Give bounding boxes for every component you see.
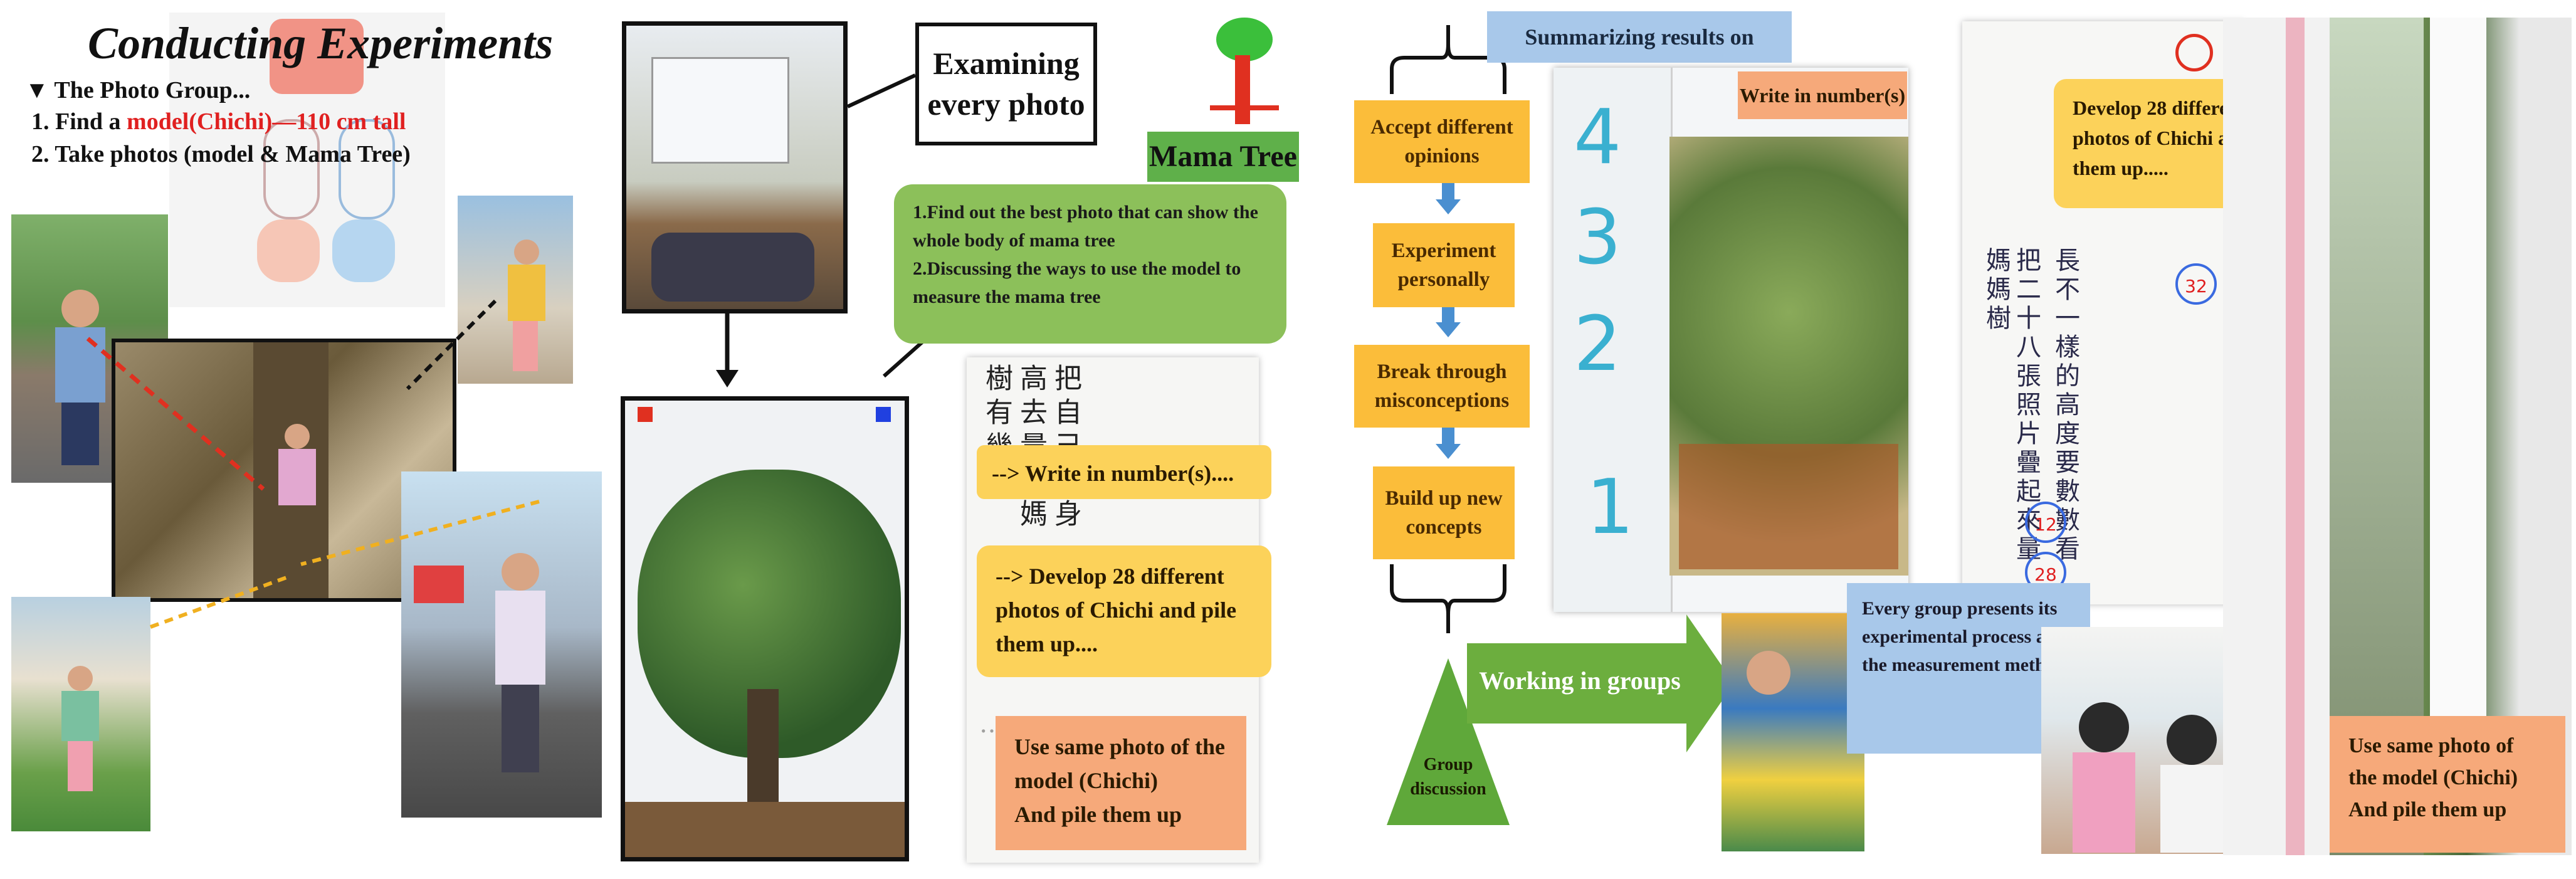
board-number-4: 4 bbox=[1574, 94, 1622, 181]
page-title: Conducting Experiments bbox=[88, 18, 554, 68]
summarizing-label: Summarizing results on board... bbox=[1487, 11, 1792, 101]
right-section: Working in groups Summarizing results on… bbox=[1461, 0, 2576, 879]
flow-step-3: Break through misconceptions bbox=[1354, 345, 1530, 428]
photo-stacked-strip bbox=[2223, 18, 2572, 855]
connector-lines bbox=[86, 299, 540, 629]
photo-group-presentation bbox=[1722, 613, 1864, 851]
step1-prefix: 1. Find a bbox=[31, 108, 127, 135]
photo-board-numbers bbox=[1553, 68, 1908, 612]
photo-tree-trunk bbox=[112, 339, 456, 602]
write-numbers-note: --> Write in number(s).... bbox=[977, 445, 1271, 499]
photo-girl-garden bbox=[11, 597, 150, 831]
photo-kids-board bbox=[2041, 627, 2252, 854]
mama-tree-label: Mama Tree bbox=[1147, 132, 1299, 182]
photo-classroom bbox=[622, 21, 848, 313]
group-discussion-label: Group discussion bbox=[1410, 755, 1486, 799]
circled-number-5: 12 bbox=[2025, 502, 2066, 543]
flow-section: Accept different opinions Experiment per… bbox=[1335, 0, 1548, 879]
write-numbers-right: Write in number(s) bbox=[1738, 71, 1907, 119]
use-same-note: Use same photo of the model (Chichi) And… bbox=[996, 716, 1246, 850]
board-number-3: 3 bbox=[1574, 194, 1622, 282]
step1-text: 1. Find a model(Chichi)—110 cm tall bbox=[31, 108, 406, 135]
green-note: 1.Find out the best photo that can show … bbox=[894, 184, 1286, 344]
use-same-right-note: Use same photo of the model (Chichi) And… bbox=[2330, 716, 2565, 853]
working-in-groups-label: Working in groups bbox=[1479, 666, 1681, 695]
flow-step-1: Accept different opinions bbox=[1354, 100, 1530, 183]
examining-label: Examining every photo bbox=[915, 23, 1097, 145]
circled-number-4: 32 bbox=[2175, 263, 2217, 305]
left-section: Conducting Experiments ▼ The Photo Group… bbox=[0, 0, 602, 879]
board-number-1: 1 bbox=[1586, 464, 1634, 551]
step2-text: 2. Take photos (model & Mama Tree) bbox=[31, 141, 411, 167]
working-arrow bbox=[1467, 614, 1734, 752]
flow-braces bbox=[1387, 25, 1510, 825]
flow-step-4: Build up new concepts bbox=[1373, 466, 1515, 559]
step1-highlight: model(Chichi)—110 cm tall bbox=[127, 108, 406, 135]
photo-group-label: ▼ The Photo Group... bbox=[25, 77, 251, 103]
mama-tree-drawing bbox=[1197, 18, 1291, 124]
middle-section: Examining every photo Mama Tree 1.Find o… bbox=[602, 0, 1335, 879]
photo-girl-top-right bbox=[458, 196, 573, 384]
sketch-drawing bbox=[169, 13, 445, 307]
board-number-2: 2 bbox=[1574, 301, 1622, 388]
develop-note: --> Develop 28 different photos of Chich… bbox=[977, 545, 1271, 677]
photo-mama-tree bbox=[621, 396, 909, 861]
flow-step-2: Experiment personally bbox=[1373, 223, 1515, 307]
